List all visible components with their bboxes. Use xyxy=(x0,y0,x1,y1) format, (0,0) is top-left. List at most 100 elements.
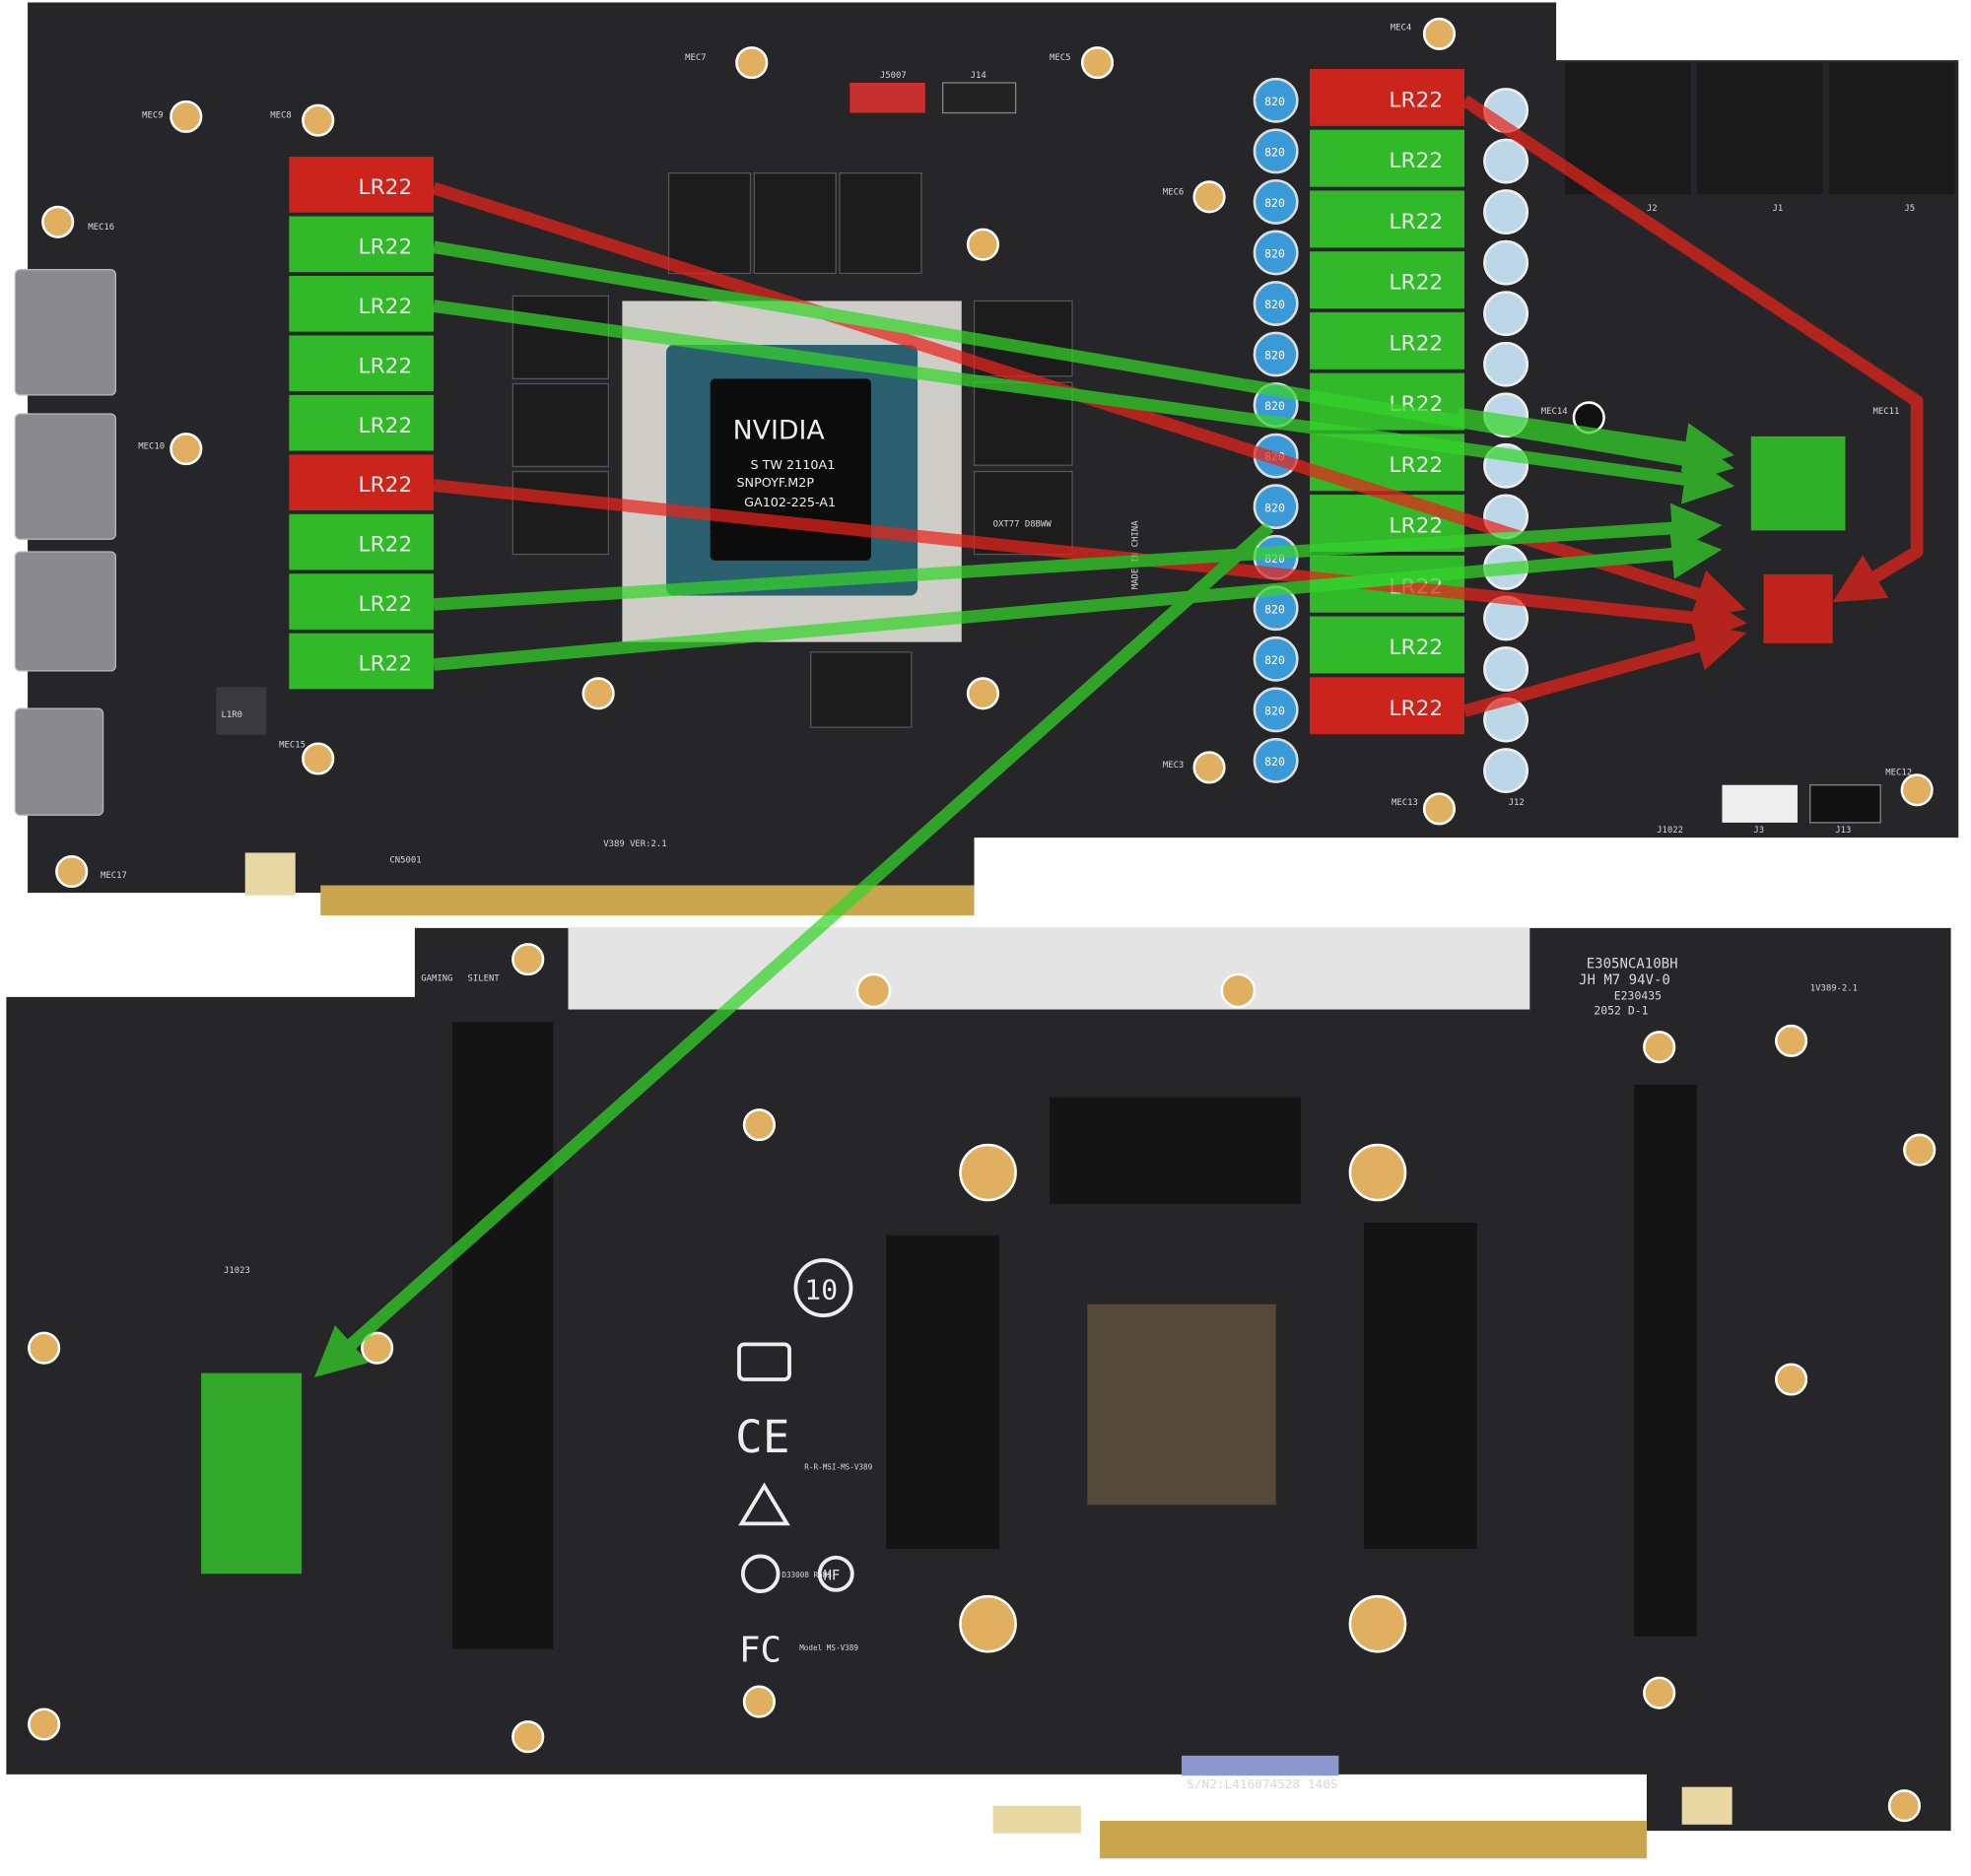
serial-barcode xyxy=(1181,1755,1339,1776)
arrow-red xyxy=(1461,95,1924,603)
power-connectors: J2 J1 J5 xyxy=(1565,62,1955,214)
inductor-label: LR22 xyxy=(1389,149,1443,173)
back-mount-holes xyxy=(28,943,1937,1823)
capacitor-label: 820 xyxy=(1264,653,1285,667)
connector-j2: J2 xyxy=(1647,204,1658,214)
svg-text:MEC16: MEC16 xyxy=(88,223,114,233)
header-j1023: J1023 xyxy=(224,1266,250,1276)
arrow-green xyxy=(433,528,1723,671)
capacitor-label: 820 xyxy=(1264,247,1285,261)
header-j12: J12 xyxy=(1509,798,1525,808)
backside-component-areas xyxy=(452,1022,1697,1649)
connector-j1: J1 xyxy=(1772,204,1783,214)
svg-text:MEC13: MEC13 xyxy=(1392,798,1418,808)
header-j14: J14 xyxy=(971,71,986,81)
inductor-green xyxy=(1310,251,1464,309)
svg-text:MEC6: MEC6 xyxy=(1163,187,1184,197)
capacitor-label: 820 xyxy=(1264,349,1285,363)
inductor-green xyxy=(289,276,435,332)
svg-text:FC: FC xyxy=(739,1630,782,1670)
display-outputs xyxy=(14,269,116,816)
capacitor xyxy=(1253,636,1299,682)
inductor-green xyxy=(1310,129,1464,187)
inductor-label: LR22 xyxy=(1389,697,1443,721)
capacitor xyxy=(1483,646,1529,692)
capacitor xyxy=(1253,484,1299,530)
pcie-gold-fingers-back xyxy=(1100,1821,1647,1859)
svg-text:MEC11: MEC11 xyxy=(1873,407,1900,417)
capacitor xyxy=(1483,138,1529,184)
capacitor xyxy=(1253,230,1299,276)
ul-number: E230435 xyxy=(1614,988,1662,1002)
inductor-label: LR22 xyxy=(1389,453,1443,478)
front-board: J2 J1 J5 NVIDIA S TW 2110A1 SNPOYF.M2P G… xyxy=(14,2,1959,916)
right-vrm-inductors: LR22LR22LR22LR22LR22LR22LR22LR22LR22LR22… xyxy=(1310,69,1464,735)
header-j13: J13 xyxy=(1835,826,1851,836)
inductor-label: LR22 xyxy=(1389,210,1443,234)
svg-text:MEC3: MEC3 xyxy=(1163,761,1184,770)
capacitor xyxy=(1253,331,1299,377)
svg-text:MEC9: MEC9 xyxy=(142,111,163,121)
rohs-label: D33008 RoHS xyxy=(782,1571,832,1579)
gpu-brand: NVIDIA xyxy=(733,415,826,445)
capacitor-label: 820 xyxy=(1264,196,1285,210)
mount-holes xyxy=(41,17,1934,889)
inductor-label: LR22 xyxy=(359,652,413,677)
capacitor xyxy=(1483,239,1529,286)
inductor-label: LR22 xyxy=(359,592,413,617)
arrow-green xyxy=(433,300,1734,504)
model-label: Model MS-V389 xyxy=(799,1643,858,1652)
inductor-green xyxy=(1310,190,1464,248)
capacitor xyxy=(1253,77,1299,123)
capacitor xyxy=(1253,179,1299,225)
arrow-green xyxy=(1457,407,1734,473)
memory-label: OXT77 D8BWW xyxy=(993,520,1053,530)
inductor-red xyxy=(1310,69,1464,126)
capacitor xyxy=(1483,341,1529,387)
gpu-line2: SNPOYF.M2P xyxy=(736,476,814,491)
svg-text:MEC5: MEC5 xyxy=(1050,53,1070,63)
svg-text:MEC14: MEC14 xyxy=(1541,407,1568,417)
inductor-label: LR22 xyxy=(359,473,413,498)
capacitor-label: 820 xyxy=(1264,145,1285,159)
svg-text:MEC8: MEC8 xyxy=(270,111,291,121)
header-j3: J3 xyxy=(1753,826,1764,836)
inductor-label: LR22 xyxy=(359,533,413,558)
certification-marks: 10 CE HF FC xyxy=(735,1258,854,1670)
date-code: 2052 D-1 xyxy=(1594,1004,1648,1018)
inductor-label: LR22 xyxy=(1389,271,1443,296)
capacitor-label: 820 xyxy=(1264,399,1285,413)
cert-10-mark: 10 xyxy=(804,1274,838,1306)
capacitor-label: 820 xyxy=(1264,704,1285,717)
inductor-red xyxy=(289,454,435,510)
switch-silent: SILENT xyxy=(467,973,500,983)
arrow-green xyxy=(432,240,1734,485)
inductor-green xyxy=(1310,616,1464,674)
kc-code: R-R-MSI-MS-V389 xyxy=(804,1463,872,1472)
inductor-red xyxy=(1310,677,1464,735)
inductor-label: LR22 xyxy=(359,354,413,378)
memory-chips xyxy=(511,172,1073,728)
arrow-red xyxy=(433,479,1747,643)
capacitor xyxy=(1483,748,1529,793)
svg-text:MEC10: MEC10 xyxy=(138,442,165,452)
capacitor xyxy=(1253,281,1299,326)
svg-text:MEC15: MEC15 xyxy=(279,741,306,751)
gpu-line1: S TW 2110A1 xyxy=(750,458,835,473)
inductor-label: LR22 xyxy=(359,295,413,319)
inductor-label: LR22 xyxy=(1389,331,1443,356)
capacitor-label: 820 xyxy=(1264,501,1285,514)
arrow-green xyxy=(433,502,1723,611)
gpu-model: GA102-225-A1 xyxy=(744,496,836,510)
pcb-code: E305NCA10BH xyxy=(1587,957,1678,972)
capacitor-label: 820 xyxy=(1264,95,1285,108)
pcie-gold-fingers xyxy=(320,885,975,916)
capacitor-label: 820 xyxy=(1264,602,1285,616)
header-cn5001: CN5001 xyxy=(389,856,421,866)
switch-gaming: GAMING xyxy=(421,973,452,983)
inductor-green xyxy=(1310,311,1464,369)
pcb-rating: JH M7 94V-0 xyxy=(1579,972,1670,988)
gpu-pwm-controller-highlight xyxy=(1750,436,1846,531)
inductor-label: LR22 xyxy=(1389,636,1443,660)
